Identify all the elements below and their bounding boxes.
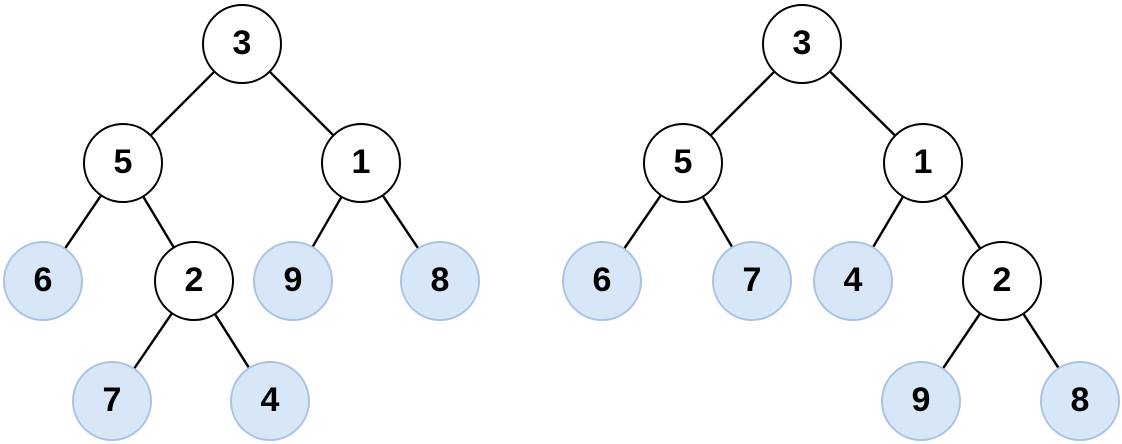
tree-node-label: 7 bbox=[102, 381, 122, 419]
tree-node-r-5[interactable]: 5 bbox=[643, 123, 723, 203]
tree-edge bbox=[871, 195, 905, 249]
tree-edge bbox=[149, 70, 216, 137]
tree-edge bbox=[381, 194, 420, 250]
tree-node-r-9[interactable]: 9 bbox=[881, 361, 961, 441]
tree-node-label: 4 bbox=[843, 261, 863, 299]
tree-node-label: 5 bbox=[113, 143, 133, 181]
tree-edge bbox=[1022, 312, 1060, 370]
tree-node-label: 8 bbox=[430, 261, 450, 299]
tree-node-r-4[interactable]: 4 bbox=[813, 241, 893, 321]
tree-node-label: 1 bbox=[913, 143, 933, 181]
tree-node-l-2[interactable]: 2 bbox=[154, 241, 234, 321]
tree-node-label: 9 bbox=[283, 261, 303, 299]
tree-node-label: 6 bbox=[592, 261, 612, 299]
tree-edge bbox=[63, 194, 103, 250]
tree-node-r-6[interactable]: 6 bbox=[562, 241, 642, 321]
tree-node-l-8[interactable]: 8 bbox=[400, 241, 480, 321]
tree-node-label: 4 bbox=[260, 381, 280, 419]
tree-node-l-3[interactable]: 3 bbox=[202, 4, 282, 84]
tree-node-label: 9 bbox=[911, 381, 931, 419]
tree-node-label: 2 bbox=[184, 261, 204, 299]
tree-edge bbox=[268, 70, 335, 137]
tree-edge bbox=[943, 194, 982, 250]
tree-edge bbox=[828, 70, 897, 137]
tree-edge bbox=[941, 312, 982, 370]
tree-node-label: 3 bbox=[232, 24, 252, 62]
tree-edge bbox=[709, 70, 776, 137]
tree-node-r-2[interactable]: 2 bbox=[962, 241, 1042, 321]
tree-node-l-5[interactable]: 5 bbox=[83, 123, 163, 203]
tree-node-r-3[interactable]: 3 bbox=[762, 4, 842, 84]
tree-node-l-1[interactable]: 1 bbox=[321, 123, 401, 203]
tree-node-label: 1 bbox=[351, 143, 371, 181]
tree-node-label: 6 bbox=[33, 261, 53, 299]
tree-node-l-6[interactable]: 6 bbox=[3, 241, 83, 321]
tree-node-l-4[interactable]: 4 bbox=[230, 361, 310, 441]
tree-edge bbox=[213, 312, 251, 370]
tree-edge bbox=[141, 195, 176, 249]
tree-edge bbox=[132, 312, 174, 370]
tree-edge bbox=[311, 195, 343, 249]
tree-node-label: 7 bbox=[742, 261, 762, 299]
tree-edge bbox=[622, 193, 663, 251]
tree-node-r-7[interactable]: 7 bbox=[712, 241, 792, 321]
tree-node-r-8[interactable]: 8 bbox=[1040, 361, 1120, 441]
tree-node-label: 3 bbox=[792, 24, 812, 62]
tree-node-label: 5 bbox=[673, 143, 693, 181]
tree-node-label: 2 bbox=[992, 261, 1012, 299]
tree-node-l-9[interactable]: 9 bbox=[253, 241, 333, 321]
tree-node-r-1[interactable]: 1 bbox=[883, 123, 963, 203]
tree-node-l-7[interactable]: 7 bbox=[72, 361, 152, 441]
tree-edge bbox=[701, 195, 734, 249]
tree-node-label: 8 bbox=[1070, 381, 1090, 419]
